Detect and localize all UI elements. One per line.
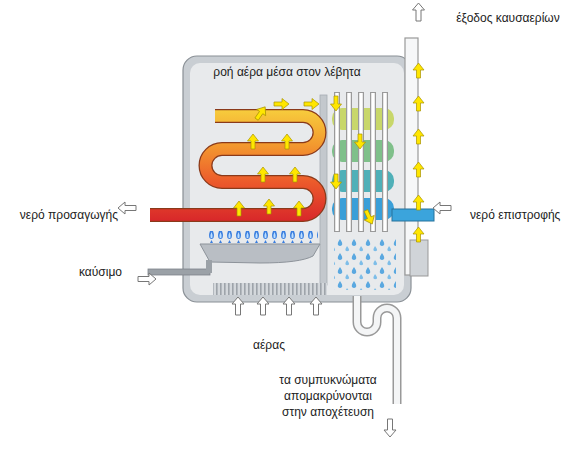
airflow-label: ροή αέρα μέσα στον λέβητα [213, 64, 360, 80]
supply-label: νερό προσαγωγής [20, 207, 118, 223]
return-label: νερό επιστροφής [470, 207, 560, 223]
flue-label: έξοδος καυσαερίων [456, 10, 559, 26]
air-label: αέρας [253, 337, 285, 353]
condensate-label: τα συμπυκνώματα απομακρύνονται στην αποχ… [271, 372, 385, 420]
fuel-label: καύσιμο [79, 264, 122, 280]
